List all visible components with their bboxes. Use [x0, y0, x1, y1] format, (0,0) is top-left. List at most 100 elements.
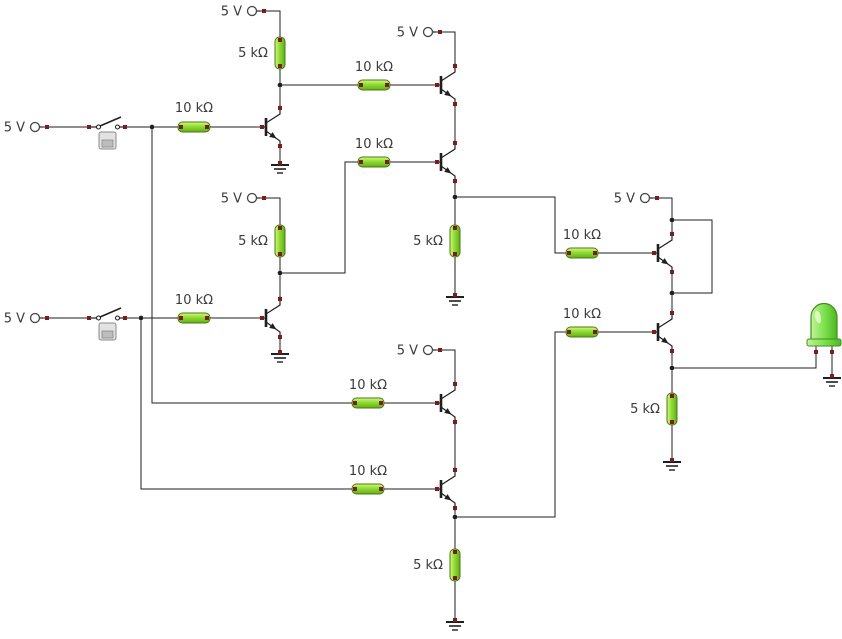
power-terminal-icon[interactable] — [422, 344, 434, 356]
pin-marker — [453, 102, 457, 106]
transistor-emitter-arrow-icon — [444, 494, 452, 501]
q-output-bottom[interactable] — [652, 310, 673, 354]
led-output[interactable] — [806, 302, 842, 347]
pin-marker — [87, 316, 91, 320]
resistor-body[interactable] — [565, 326, 599, 338]
switch-input-b[interactable] — [88, 307, 126, 341]
r-output-input-top[interactable] — [565, 247, 599, 259]
resistor-body[interactable] — [274, 36, 286, 70]
r-base-input-a[interactable] — [177, 121, 211, 133]
pin-marker — [435, 160, 439, 164]
power-terminal-icon[interactable] — [29, 121, 41, 133]
resistor-body[interactable] — [274, 224, 286, 258]
junction-dot — [452, 194, 458, 200]
supply-input-a[interactable] — [29, 121, 44, 133]
r-pulldown-gate2[interactable] — [449, 548, 461, 582]
r-gate2-input-bottom[interactable] — [351, 483, 385, 495]
pin-marker — [262, 196, 266, 200]
ground-icon[interactable] — [446, 621, 464, 631]
transistor-emitter-arrow-icon — [661, 337, 669, 344]
r-pullup-inverter-b[interactable] — [274, 224, 286, 258]
switch-contact — [114, 315, 121, 321]
transistor-emitter-arrow-icon — [661, 258, 669, 265]
ground-icon[interactable] — [271, 164, 289, 174]
r-gate2-input-top[interactable] — [351, 397, 385, 409]
wire — [672, 345, 817, 369]
pin-marker — [438, 30, 442, 34]
power-terminal-icon[interactable] — [639, 192, 651, 204]
switch-input-a[interactable] — [88, 116, 126, 150]
resistor-body[interactable] — [177, 121, 211, 133]
pin-marker — [670, 311, 674, 315]
led-bulb[interactable] — [810, 302, 838, 341]
pin-marker — [652, 330, 656, 334]
pin-marker — [278, 144, 282, 148]
pin-markers-layer — [45, 9, 834, 622]
pin-marker — [670, 458, 674, 462]
junction-dot — [669, 217, 675, 223]
resistor-value-label: 10 kΩ — [349, 464, 387, 479]
supply-gate1[interactable] — [422, 26, 437, 38]
ground-icon[interactable] — [823, 377, 841, 387]
resistor-body[interactable] — [357, 156, 391, 168]
voltage-label: 5 V — [221, 192, 242, 207]
pin-marker — [278, 226, 282, 230]
power-terminal-icon[interactable] — [422, 26, 434, 38]
supply-inverter-a[interactable] — [246, 5, 261, 17]
pin-marker — [278, 106, 282, 110]
pin-marker — [353, 401, 357, 405]
switch-lever[interactable] — [99, 307, 122, 318]
pin-marker — [453, 179, 457, 183]
resistor-body[interactable] — [565, 247, 599, 259]
pin-marker — [260, 125, 264, 129]
wires-layer — [40, 10, 833, 622]
pin-marker — [435, 401, 439, 405]
pin-marker — [670, 232, 674, 236]
switch-button[interactable] — [101, 139, 114, 148]
r-base-input-b[interactable] — [177, 312, 211, 324]
resistor-body[interactable] — [351, 397, 385, 409]
resistor-body[interactable] — [449, 548, 461, 582]
supply-input-b[interactable] — [29, 312, 44, 324]
supply-inverter-b[interactable] — [246, 192, 261, 204]
transistor-emitter-arrow-icon — [444, 90, 452, 97]
resistor-body[interactable] — [357, 79, 391, 91]
resistor-value-label: 10 kΩ — [563, 307, 601, 322]
ground-icon[interactable] — [271, 353, 289, 363]
transistor-collector-lead — [440, 467, 456, 486]
switch-button[interactable] — [101, 330, 114, 339]
r-pulldown-output[interactable] — [666, 392, 678, 426]
resistor-body[interactable] — [177, 312, 211, 324]
pin-marker — [435, 487, 439, 491]
pin-marker — [593, 330, 597, 334]
power-terminal-icon[interactable] — [246, 192, 258, 204]
ground-icon[interactable] — [446, 296, 464, 306]
pin-marker — [260, 316, 264, 320]
supply-gate2[interactable] — [422, 344, 437, 356]
resistor-body[interactable] — [449, 224, 461, 258]
voltage-label: 5 V — [397, 26, 418, 41]
power-terminal-icon[interactable] — [29, 312, 41, 324]
resistor-value-label: 5 kΩ — [238, 46, 268, 61]
switch-lever[interactable] — [99, 116, 122, 127]
r-pulldown-gate1[interactable] — [449, 224, 461, 258]
r-gate1-input-top[interactable] — [357, 79, 391, 91]
junction-dot — [138, 315, 144, 321]
resistor-body[interactable] — [666, 392, 678, 426]
r-output-input-bottom[interactable] — [565, 326, 599, 338]
r-gate1-input-bottom[interactable] — [357, 156, 391, 168]
r-pullup-inverter-a[interactable] — [274, 36, 286, 70]
ground-icon[interactable] — [663, 461, 681, 471]
resistor-body[interactable] — [351, 483, 385, 495]
pin-marker — [205, 316, 209, 320]
power-terminal-icon[interactable] — [246, 5, 258, 17]
wire — [650, 197, 673, 231]
transistor-emitter-arrow-icon — [269, 132, 277, 139]
resistor-value-label: 5 kΩ — [413, 558, 443, 573]
supply-output[interactable] — [639, 192, 654, 204]
pin-marker — [670, 349, 674, 353]
pin-marker — [453, 252, 457, 256]
